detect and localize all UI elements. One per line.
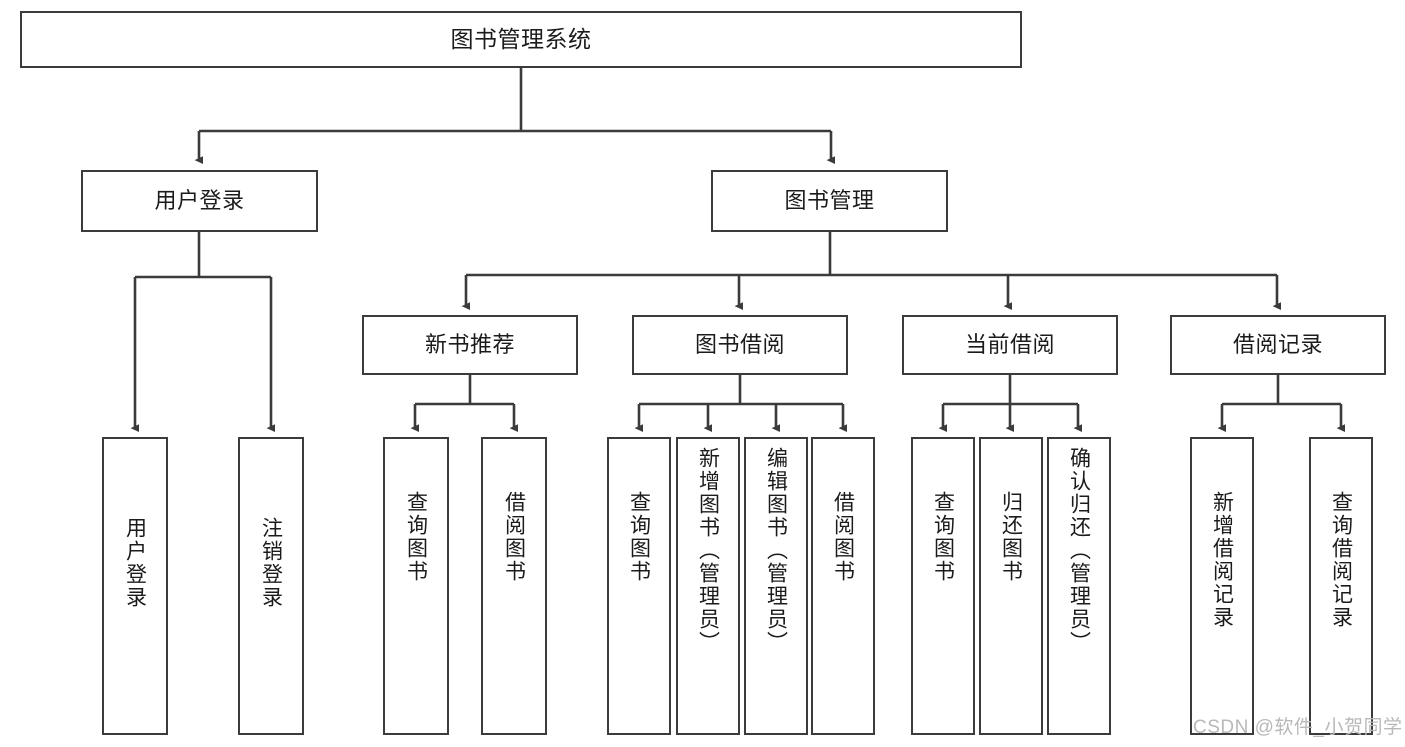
node-label: 用户登录: [154, 187, 245, 213]
node-label: 图书管理: [784, 187, 875, 213]
node-current-borrow[interactable]: 当前借阅: [902, 315, 1118, 375]
node-label: 查询图书: [627, 491, 651, 583]
watermark-text: CSDN @软件_小贺同学: [1193, 717, 1403, 738]
node-book-management[interactable]: 图书管理: [711, 170, 948, 232]
node-root-system[interactable]: 图书管理系统: [20, 11, 1022, 68]
node-label: 借阅记录: [1232, 331, 1323, 357]
leaf-current-borrow-confirm[interactable]: 确认归还（管理员）: [1047, 437, 1111, 735]
node-label: 查询图书: [931, 491, 955, 583]
node-label: 借阅图书: [831, 491, 855, 583]
node-borrow-record[interactable]: 借阅记录: [1170, 315, 1386, 375]
leaf-book-borrow-add[interactable]: 新增图书（管理员）: [676, 437, 740, 735]
node-label: 注销登录: [259, 517, 283, 609]
node-label: 图书借阅: [694, 331, 785, 357]
node-book-borrow[interactable]: 图书借阅: [632, 315, 848, 375]
node-label: 用户登录: [123, 517, 147, 609]
node-label: 新书推荐: [424, 331, 515, 357]
node-label: 归还图书: [999, 491, 1023, 583]
node-label: 查询图书: [404, 491, 428, 583]
leaf-new-book-borrow[interactable]: 借阅图书: [481, 437, 547, 735]
node-label: 新增借阅记录: [1210, 491, 1234, 629]
leaf-user-login-login[interactable]: 用户登录: [102, 437, 168, 735]
leaf-new-book-query[interactable]: 查询图书: [383, 437, 449, 735]
leaf-book-borrow-edit[interactable]: 编辑图书（管理员）: [744, 437, 808, 735]
leaf-user-login-logout[interactable]: 注销登录: [238, 437, 304, 735]
node-label: 编辑图书（管理员）: [764, 447, 788, 654]
leaf-borrow-record-query[interactable]: 查询借阅记录: [1309, 437, 1373, 735]
node-label: 借阅图书: [502, 491, 526, 583]
leaf-book-borrow-borrow[interactable]: 借阅图书: [811, 437, 875, 735]
leaf-current-borrow-return[interactable]: 归还图书: [979, 437, 1043, 735]
node-user-login[interactable]: 用户登录: [81, 170, 318, 232]
node-label: 图书管理系统: [450, 25, 592, 52]
node-new-book-recommend[interactable]: 新书推荐: [362, 315, 578, 375]
node-label: 新增图书（管理员）: [696, 447, 720, 654]
node-label: 查询借阅记录: [1329, 491, 1353, 629]
leaf-borrow-record-add[interactable]: 新增借阅记录: [1190, 437, 1254, 735]
node-label: 当前借阅: [964, 331, 1055, 357]
leaf-book-borrow-query[interactable]: 查询图书: [607, 437, 671, 735]
leaf-current-borrow-query[interactable]: 查询图书: [911, 437, 975, 735]
node-label: 确认归还（管理员）: [1067, 447, 1091, 654]
